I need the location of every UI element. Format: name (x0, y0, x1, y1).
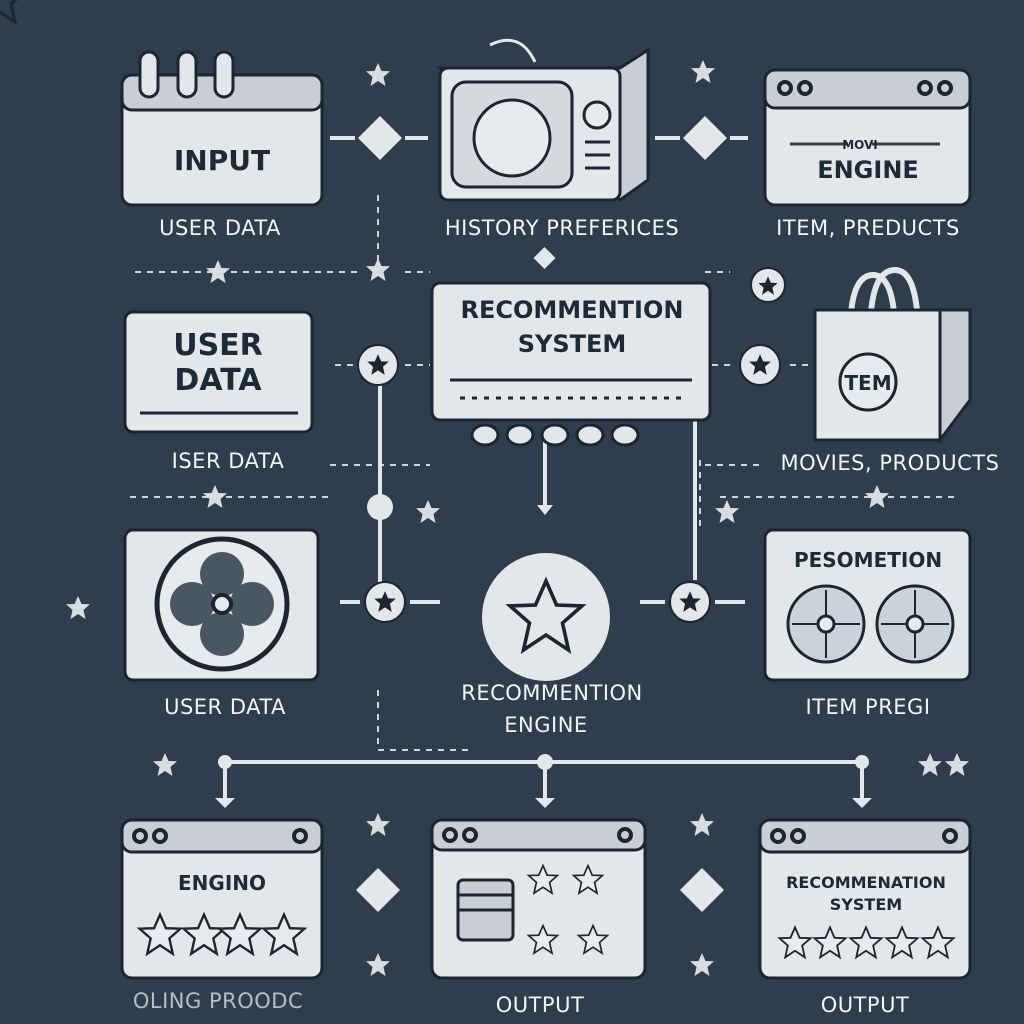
connectors (66, 60, 969, 976)
input-caption: USER DATA (159, 216, 281, 240)
bag-label: TEM (844, 371, 891, 395)
user-data-box: USER DATA (123, 310, 314, 434)
reels-caption: ITEM PREGI (805, 695, 930, 719)
film-reel-box (123, 528, 320, 682)
reels-label: PESOMETION (794, 548, 942, 572)
system-output-line1: RECOMMENATION (786, 873, 946, 892)
system-line1: RECOMMENTION (461, 296, 684, 324)
engine-window-box: MOVI ENGINE (763, 68, 972, 207)
recommendation-system-box: RECOMMENTION SYSTEM (430, 281, 712, 447)
shopping-bag-icon: TEM (750, 266, 972, 445)
engine-sublabel: MOVI (842, 138, 878, 152)
engine-circle-caption2: ENGINE (504, 713, 587, 737)
engine-caption: ITEM, PREDUCTS (776, 216, 960, 240)
bag-caption: MOVIES, PRODUCTS (781, 451, 1000, 475)
cards-output-caption: OUTPUT (496, 993, 585, 1017)
system-output-window: RECOMMENATION SYSTEM (758, 818, 972, 980)
cards-output-window (430, 818, 647, 980)
engine-output-window: ENGINO (120, 818, 324, 980)
system-output-caption: OUTPUT (821, 993, 910, 1017)
history-tv-icon (0, 0, 650, 202)
input-label: INPUT (174, 144, 270, 177)
user-data-line2: DATA (174, 363, 262, 398)
engine-label: ENGINE (817, 156, 919, 184)
indicator-dots (470, 423, 640, 447)
engine-output-caption: OLING PROODC (133, 989, 303, 1013)
user-data-caption: ISER DATA (172, 449, 285, 473)
system-line2: SYSTEM (518, 330, 627, 358)
film-caption: USER DATA (164, 695, 286, 719)
history-caption: HISTORY PREFERICES (445, 216, 679, 240)
engine-star-circle (482, 553, 610, 681)
reels-box: PESOMETION (763, 528, 972, 682)
engine-circle-caption1: RECOMMENTION (461, 681, 643, 705)
system-output-line2: SYSTEM (830, 895, 902, 914)
engine-output-label: ENGINO (178, 871, 266, 895)
user-data-line1: USER (173, 328, 263, 363)
input-calendar-box: INPUT (120, 50, 324, 207)
